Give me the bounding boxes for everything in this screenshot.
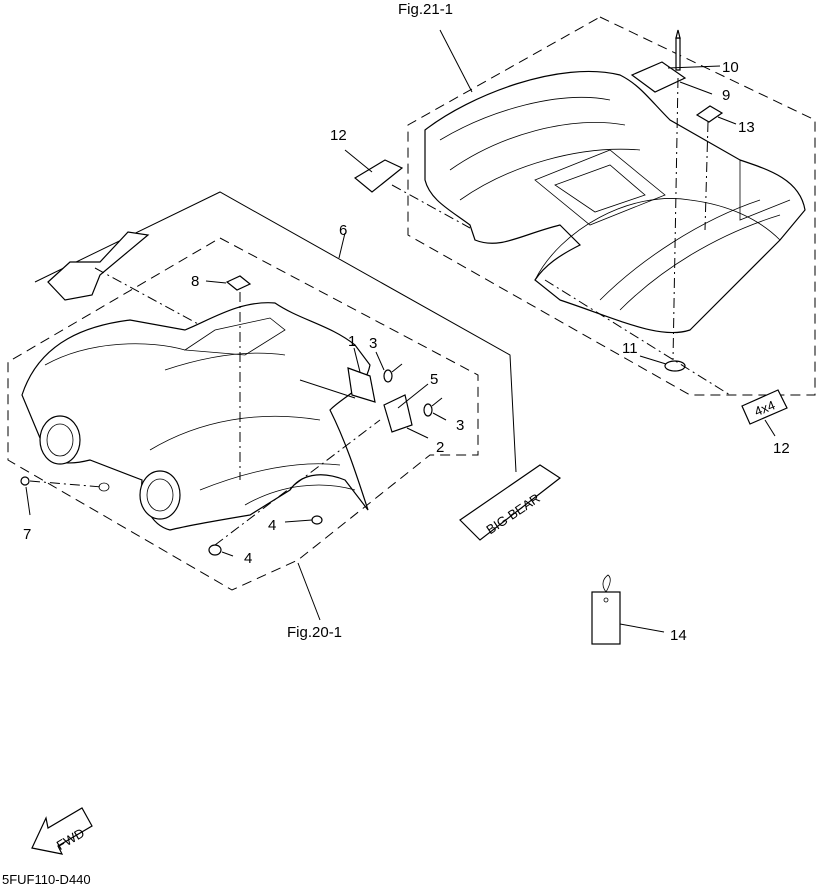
front-fender-contour-5: [244, 484, 356, 506]
decal-12-upper-axis: [391, 184, 471, 229]
front-fender-contour-1: [44, 343, 186, 366]
callout-4-upper: 4: [268, 517, 276, 534]
front-fender: [21, 302, 371, 531]
fig-21-1-reference: Fig.21-1: [398, 1, 453, 18]
left-headlight: [39, 415, 81, 465]
tag-part-14: [591, 574, 621, 645]
callout-5: 5: [430, 371, 438, 388]
plate-part-9: [630, 61, 687, 93]
label-part-8: [225, 275, 252, 291]
callout-12-upper: 12: [330, 127, 347, 144]
plug-7-socket: [98, 482, 110, 492]
decal-part-12-upper: [353, 159, 404, 193]
grommet-4-axis-line: [214, 419, 381, 546]
plug-part-7: [20, 476, 30, 486]
right-headlight: [139, 470, 181, 520]
left-headlight-inner: [46, 423, 74, 457]
callout-12-lower: 12: [773, 440, 790, 457]
seal-axis-line: [94, 267, 201, 326]
callout-3-upper: 3: [369, 335, 377, 352]
front-group-outline: [7, 237, 479, 591]
callout-9: 9: [722, 87, 730, 104]
rivet-part-3-upper: [383, 363, 403, 383]
grommet-part-4-upper: [311, 515, 323, 525]
seal-part-6: [47, 231, 150, 301]
front-fender-contour-4: [164, 352, 286, 371]
callout-13: 13: [738, 119, 755, 136]
four-by-four-decal-text: 4x4: [752, 397, 777, 419]
right-headlight-inner: [146, 478, 174, 512]
plate-part-1: [347, 367, 376, 403]
callout-leaders: [25, 65, 776, 633]
rear-fender-contour-1: [439, 97, 611, 141]
callout-3-lower: 3: [456, 417, 464, 434]
front-fender-contour-2: [149, 415, 321, 451]
rear-fig-leader: [439, 29, 473, 93]
diagram-code: 5FUF110-D440: [2, 872, 91, 887]
label-part-13: [695, 105, 724, 123]
callout-10: 10: [722, 59, 739, 76]
rear-fender: [424, 70, 806, 334]
rear-fender-rack: [534, 149, 666, 226]
rear-fender-contour-4: [599, 199, 761, 301]
callout-8: 8: [191, 273, 199, 290]
callout-1: 1: [348, 333, 356, 350]
decal-part-12-lower: 4x4: [741, 389, 788, 425]
rear-fender-group: 4x4: [353, 16, 816, 425]
rivet-part-10-tip: [675, 29, 681, 39]
part-2-leader-a: [299, 379, 356, 399]
fwd-arrow: FWD: [31, 807, 93, 855]
callout-2: 2: [436, 439, 444, 456]
big-bear-decal: BIG BEAR: [459, 464, 562, 541]
rear-fender-contour-5: [619, 214, 781, 311]
rear-fender-right-panel: [739, 160, 791, 221]
rivet-part-3-lower: [423, 397, 443, 417]
grommet-part-4-lower: [208, 544, 222, 556]
callout-4-lower: 4: [244, 550, 252, 567]
decal-12-lower-axis: [544, 279, 731, 396]
rivet-axis-line: [672, 77, 679, 361]
rear-fender-contour-3: [459, 148, 641, 201]
front-fender-group: BIG BEAR: [7, 191, 562, 621]
rivet-part-10: [675, 37, 681, 71]
plate-part-5: [383, 394, 413, 433]
plug-7-axis-line: [29, 480, 103, 488]
grommet-part-11: [664, 360, 686, 372]
front-fender-contour-3: [199, 463, 341, 491]
label-13-axis-line: [704, 121, 709, 231]
rear-fender-contour-2: [449, 122, 626, 171]
callout-7: 7: [23, 526, 31, 543]
fig-20-1-reference: Fig.20-1: [287, 624, 342, 641]
front-fig-leader: [297, 562, 321, 621]
rear-fender-wheel-arch: [534, 198, 781, 281]
callout-14: 14: [670, 627, 687, 644]
callout-11: 11: [622, 340, 638, 357]
callout-6: 6: [339, 222, 347, 239]
front-fender-cowl: [183, 317, 286, 356]
rear-group-outline: [407, 16, 816, 396]
